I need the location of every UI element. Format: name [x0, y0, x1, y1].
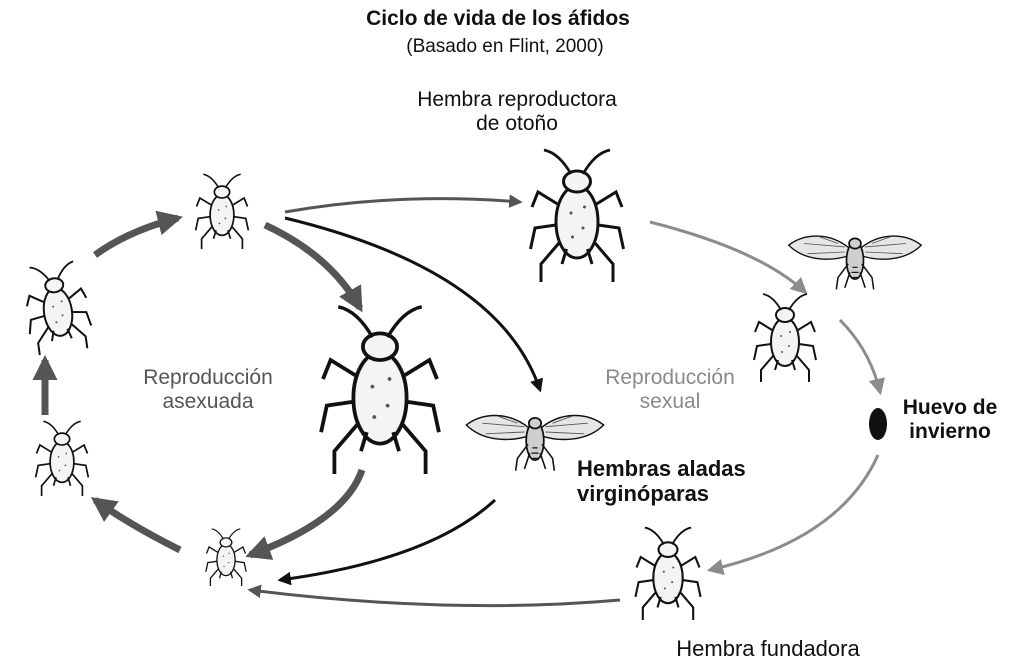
label-winter-egg: Huevo de invierno [903, 396, 998, 444]
winged-male [789, 236, 922, 289]
page-subtitle: (Basado en Flint, 2000) [406, 36, 604, 58]
aphid-founder-female [635, 528, 700, 620]
aphid-autumn-female [531, 150, 624, 282]
arrow-upper-left-to-top [95, 218, 178, 255]
aphid-male-nymph [754, 294, 816, 382]
arrow-winged-to-bottom [280, 500, 495, 580]
arrow-founder-to-bottom [250, 590, 620, 606]
arrow-top-to-autumn-female [285, 199, 520, 212]
arrow-autumn-to-male [650, 222, 805, 292]
aphid-bottom-nymph [206, 529, 246, 586]
aphid-lower-left [36, 421, 89, 496]
winter-egg [869, 408, 887, 440]
label-asexual-reproduction: Reproducción asexuada [143, 366, 273, 414]
aphid-upper-left [21, 260, 95, 356]
label-sexual-reproduction: Reproducción sexual [605, 366, 735, 414]
label-autumn-female: Hembra reproductora de otoño [417, 88, 617, 136]
arrow-top-to-winged [285, 218, 540, 390]
page-title: Ciclo de vida de los áfidos [366, 7, 630, 31]
aphid-large-asexual [321, 307, 439, 474]
label-founder-female: Hembra fundadora [676, 636, 859, 661]
label-winged-females: Hembras aladas virginóparas [577, 456, 746, 507]
arrow-male-to-egg [840, 320, 880, 392]
arrow-bottom-left-to-lower-left [95, 500, 180, 550]
arrow-top-to-large [265, 225, 360, 308]
arrow-large-to-bottom [250, 470, 362, 555]
aphid-top [196, 174, 249, 249]
